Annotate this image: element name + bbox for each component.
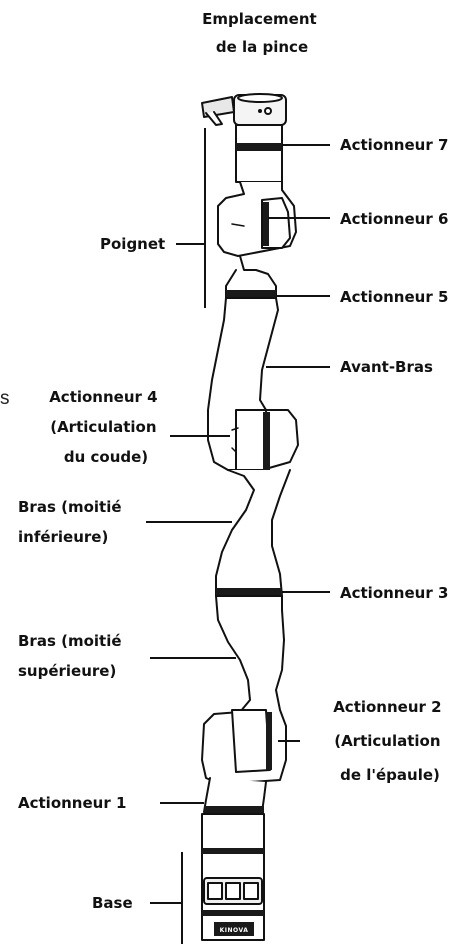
label-actuator4-line2: (Articulation (50, 418, 156, 436)
label-gripper-line2: de la pince (216, 38, 308, 56)
actuator-4-band (263, 412, 270, 470)
label-actuator4-line3: du coude) (64, 448, 148, 466)
label-actuator2-line3: de l'épaule) (340, 766, 440, 784)
label-gripper: Emplacement de la pince (202, 10, 322, 56)
brand-logo-text: KINOVA (220, 927, 249, 934)
label-actuator4: Actionneur 4 (Articulation du coude) (49, 388, 163, 466)
actuator-3-band (216, 588, 282, 596)
label-actuator1: Actionneur 1 (18, 794, 126, 812)
label-actuator5: Actionneur 5 (340, 288, 448, 306)
label-arm-lower-line1: Bras (moitié (18, 498, 122, 516)
label-arm-upper: Bras (moitié supérieure) (18, 632, 127, 680)
label-gripper-line1: Emplacement (202, 10, 317, 28)
robot-arm (202, 94, 298, 940)
label-actuator2-line2: (Articulation (334, 732, 440, 750)
actuator-7-band (236, 143, 282, 151)
label-actuator2: Actionneur 2 (Articulation de l'épaule) (333, 698, 447, 784)
label-forearm: Avant-Bras (340, 358, 433, 376)
actuator-2-body (232, 710, 270, 772)
actuator-1-band (204, 806, 264, 814)
actuator-7-body (236, 125, 282, 182)
label-arm-upper-line1: Bras (moitié (18, 632, 122, 650)
stray-letter: s (0, 388, 10, 409)
label-actuator3: Actionneur 3 (340, 584, 448, 602)
label-actuator7: Actionneur 7 (340, 136, 448, 154)
label-actuator4-line1: Actionneur 4 (49, 388, 157, 406)
base (202, 814, 264, 940)
label-arm-lower: Bras (moitié inférieure) (18, 498, 127, 546)
gripper-mount (202, 94, 286, 125)
label-arm-upper-line2: supérieure) (18, 662, 116, 680)
arm-lower-link (216, 470, 290, 596)
actuator-6-band (263, 202, 269, 246)
label-base: Base (92, 894, 133, 912)
label-actuator6: Actionneur 6 (340, 210, 448, 228)
actuator-2-band (266, 712, 272, 770)
label-wrist: Poignet (100, 235, 165, 253)
label-arm-lower-line2: inférieure) (18, 528, 108, 546)
label-actuator2-line1: Actionneur 2 (333, 698, 441, 716)
